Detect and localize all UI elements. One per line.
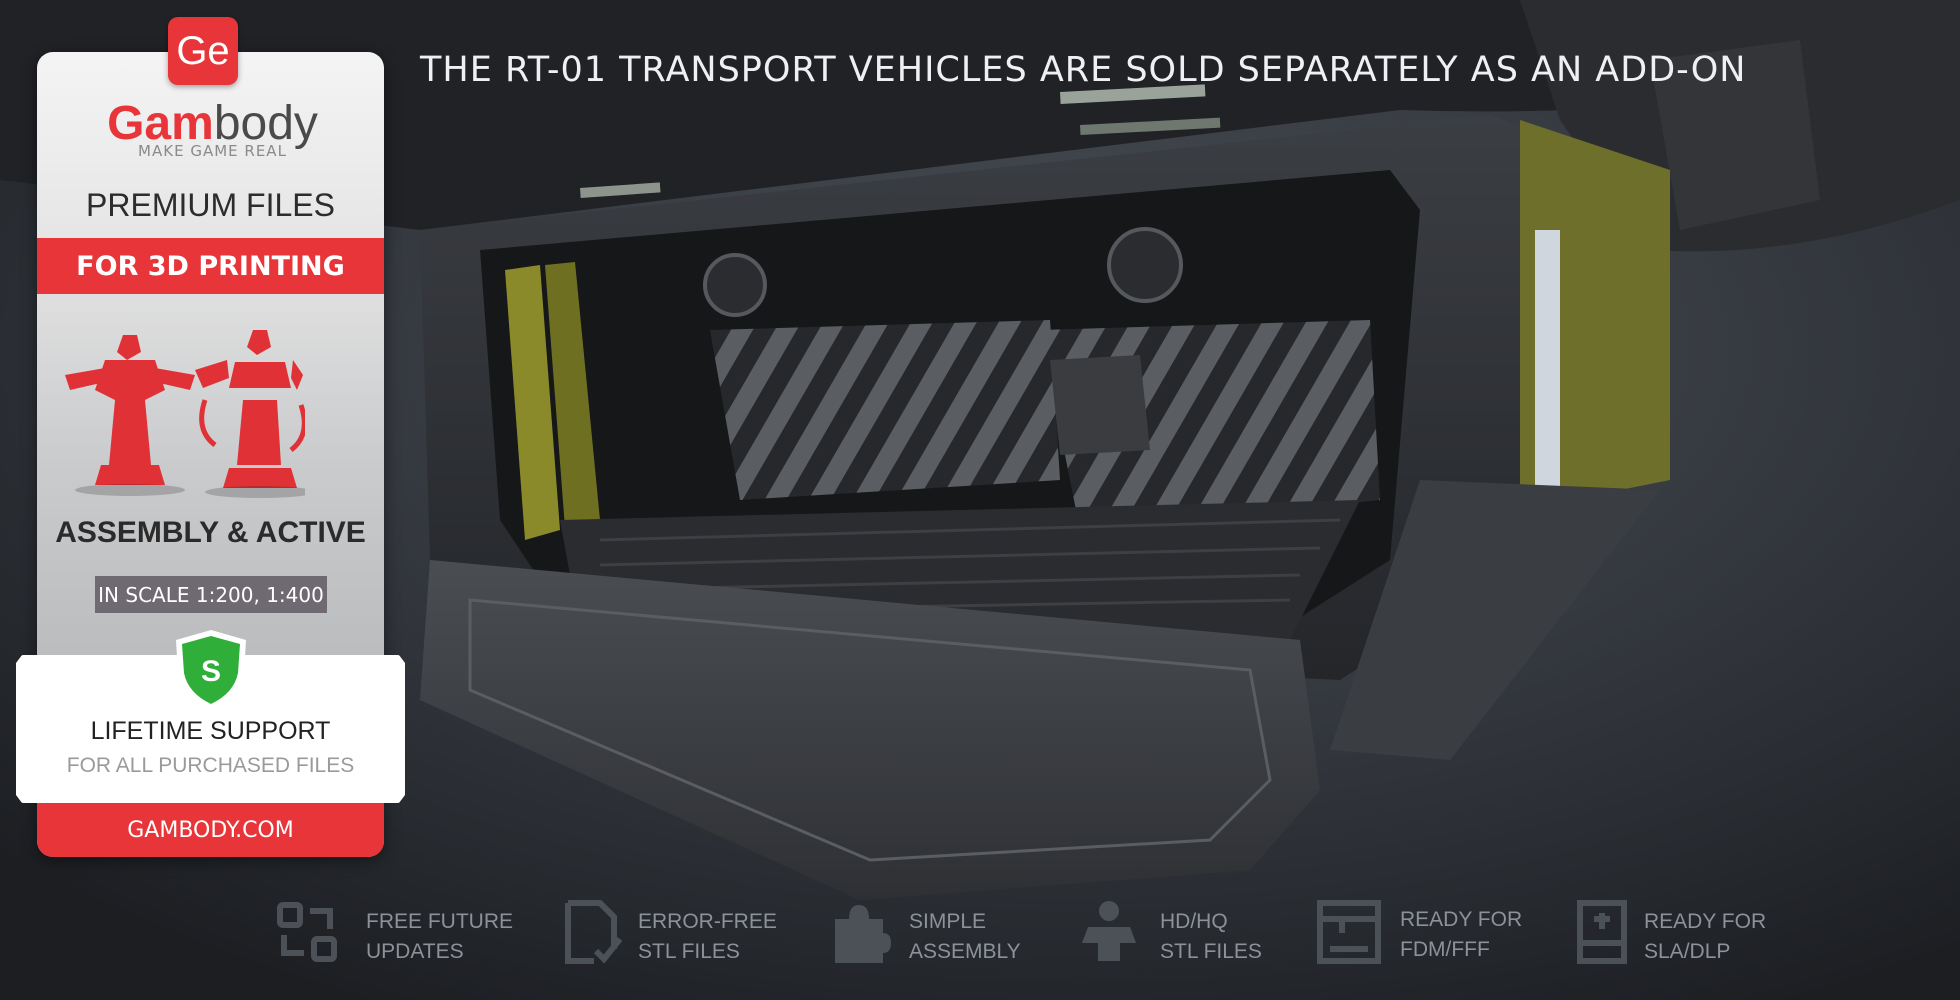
gambody-site-link[interactable]: GAMBODY.COM <box>37 803 384 857</box>
for-3d-printing-band: FOR 3D PRINTING <box>37 238 384 294</box>
feature-line2: ASSEMBLY <box>909 940 1021 963</box>
red-figures-illustration <box>65 330 305 498</box>
brand-tagline: MAKE GAME REAL <box>138 142 287 160</box>
shield-letter: S <box>201 655 221 688</box>
feature-line1: READY FOR <box>1400 908 1523 931</box>
lifetime-support-subtitle: FOR ALL PURCHASED FILES <box>66 754 355 777</box>
refresh-icon <box>277 902 337 962</box>
lifetime-support-title: LIFETIME SUPPORT <box>90 717 331 745</box>
exploded-figure-icon <box>195 330 305 488</box>
premium-files-label: PREMIUM FILES <box>86 187 335 223</box>
gambody-logo[interactable]: Ge <box>168 17 238 85</box>
feature-line2: SLA/DLP <box>1644 940 1731 963</box>
feature-line1: FREE FUTURE <box>366 910 513 933</box>
sla-printer-icon <box>1577 900 1627 964</box>
feature-line2: UPDATES <box>366 940 464 963</box>
feature-line2: FDM/FFF <box>1400 938 1490 961</box>
feature-line1: ERROR-FREE <box>638 910 777 933</box>
brand-name[interactable]: Gambody <box>0 96 425 151</box>
feature-line2: STL FILES <box>638 940 740 963</box>
feature-line1: HD/HQ <box>1160 910 1228 933</box>
scale-badge: IN SCALE 1:200, 1:400 <box>95 576 327 613</box>
fdm-printer-icon <box>1317 900 1381 964</box>
assembly-active-label: ASSEMBLY & ACTIVE <box>55 516 366 549</box>
file-check-icon <box>565 900 623 964</box>
feature-line1: SIMPLE <box>909 910 987 933</box>
puzzle-icon <box>835 905 891 963</box>
brand-name-red: Gam <box>107 97 214 150</box>
assembled-figure-icon <box>65 335 195 485</box>
feature-line1: READY FOR <box>1644 910 1767 933</box>
brand-name-dark: body <box>213 97 318 150</box>
shield-icon: S <box>176 630 246 710</box>
features-bar: FREE FUTURE UPDATES ERROR-FREE STL FILES S… <box>270 895 1790 975</box>
headline: THE RT-01 TRANSPORT VEHICLES ARE SOLD SE… <box>420 50 1747 90</box>
figure-icon <box>1082 901 1136 961</box>
feature-line2: STL FILES <box>1160 940 1262 963</box>
